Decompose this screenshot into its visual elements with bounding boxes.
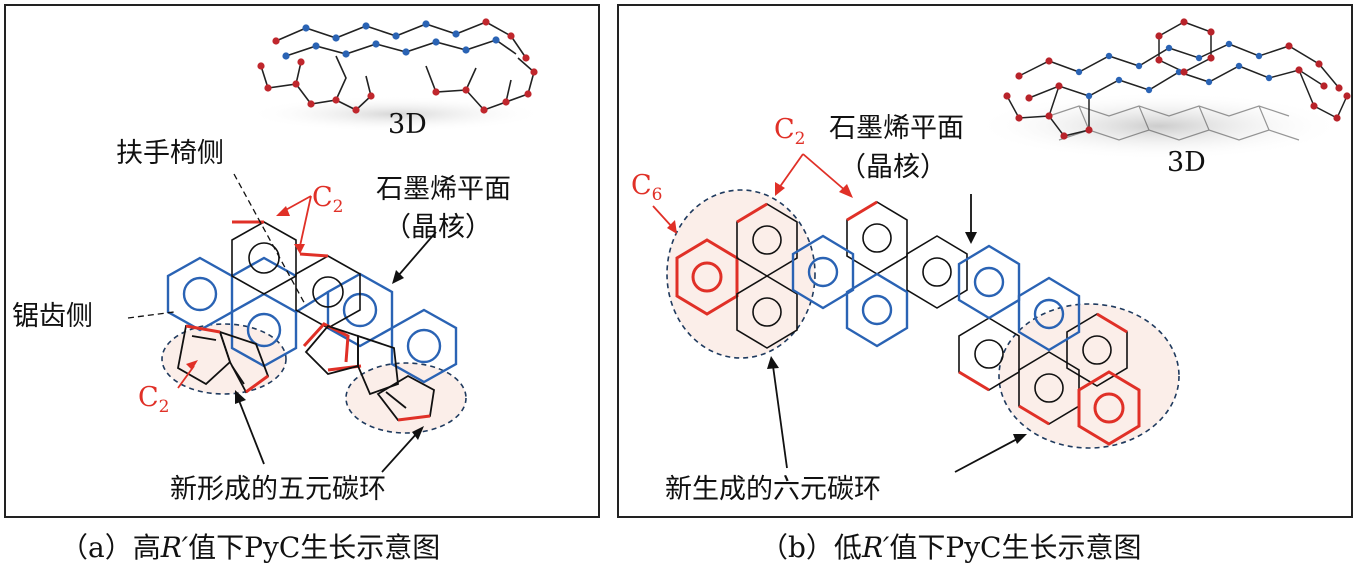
panel-a-high-r: 3D 扶手椅侧 石墨烯平面 （晶核） C2 锯齿侧 C2 新形成的五元碳环 [4, 4, 600, 518]
panel-a-diagram [127, 18, 546, 473]
label-new-six-ring: 新生成的六元碳环 [665, 474, 881, 505]
label-c6-b: C6 [631, 170, 663, 205]
molecule-3d-b [974, 18, 1351, 160]
caption-b: （b）低R′值下PyC生长示意图 [760, 531, 1142, 564]
graphene-hexagons-b [791, 234, 1081, 352]
zigzag-guide-line [127, 311, 175, 319]
panel-b-diagram [652, 18, 1351, 473]
label-new-five-ring: 新形成的五元碳环 [170, 474, 386, 505]
label-c2-top-a: C2 [312, 182, 344, 217]
panel-b-low-r: 3D 石墨烯平面 （晶核） C2 C6 新生成的六元碳环 [617, 4, 1353, 518]
label-c2-b: C2 [774, 114, 806, 149]
label-graphene-plane-b: 石墨烯平面 [829, 113, 964, 144]
new-ring-region-right [345, 362, 467, 434]
label-graphene-plane-a: 石墨烯平面 [376, 174, 511, 205]
label-c2-left-a: C2 [138, 382, 170, 417]
armchair-guide-line [233, 173, 307, 307]
new-ring-region-right-b [998, 303, 1180, 449]
caption-a: （a）高R′值下PyC生长示意图 [60, 531, 441, 564]
label-nucleus-b: （晶核） [839, 152, 947, 183]
molecule-3d-a [246, 18, 546, 132]
label-armchair-side: 扶手椅侧 [116, 138, 224, 169]
black-hexagons-a [231, 221, 361, 329]
label-3d-a: 3D [388, 109, 427, 140]
label-3d-b: 3D [1167, 147, 1206, 178]
label-nucleus-a: （晶核） [384, 212, 492, 243]
new-red-hexagon-b [1077, 370, 1141, 446]
label-zigzag-side: 锯齿侧 [12, 301, 93, 332]
